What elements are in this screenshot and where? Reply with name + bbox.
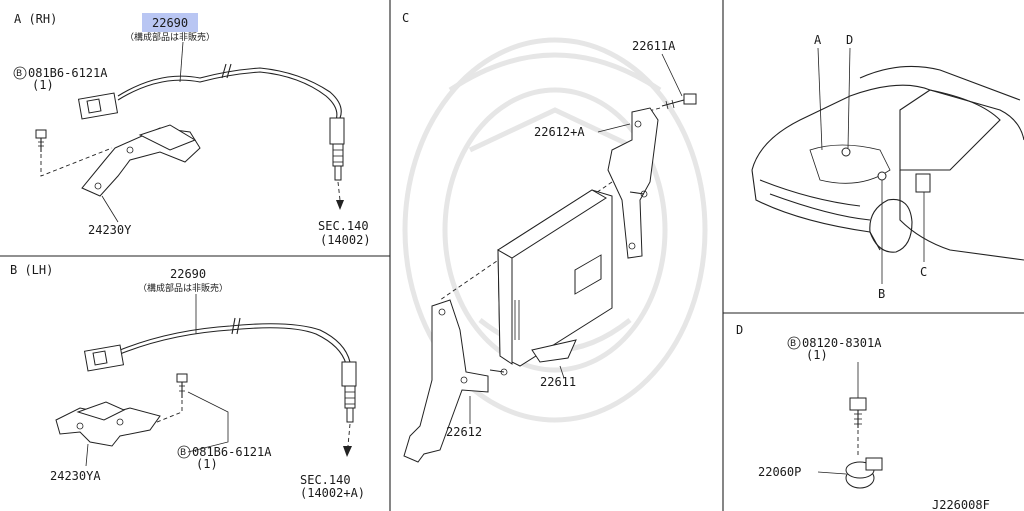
a-connector-icon [77,92,119,120]
a-bolt-icon [35,129,47,152]
highlight-box [142,13,198,32]
a-bolt-symbol: B [16,69,22,79]
b-bolt-icon [176,373,188,398]
b-connector-icon [83,344,125,372]
b-sensor-part[interactable]: 22690 [170,267,206,281]
a-arrow-icon [336,200,344,210]
d-knock-sensor-icon [845,457,883,489]
car-overview: A D B C [751,33,1024,301]
c-screw-icon [661,93,697,110]
d-bolt-symbol-icon [787,336,801,350]
car-label-a[interactable]: A [814,33,822,47]
a-bracket-part[interactable]: 24230Y [88,223,132,237]
c-bracket-lower-icon [403,299,489,463]
b-sensor-note: （構成部品は非販売） [138,282,228,294]
b-sec-ref[interactable]: SEC.140 [300,473,351,487]
section-c-title: C [402,11,409,25]
c-ecm-part[interactable]: 22611 [540,375,576,389]
c-stud-icon [629,190,648,198]
section-c: C 22611A 22612+A [402,11,697,463]
a-bolt-symbol-icon [13,66,27,80]
car-label-d[interactable]: D [846,33,853,47]
section-a: A (RH) 22690 （構成部品は非販売） B 081B6-6121A (1… [13,12,371,247]
d-sensor-part[interactable]: 22060P [758,465,801,479]
car-label-c[interactable]: C [920,265,927,279]
a-oxygen-sensor-icon [329,117,345,181]
a-bolt-part[interactable]: 081B6-6121A [28,66,108,80]
b-leader-bolt [187,391,229,453]
ecm-location-icon [915,173,931,193]
d-bolt-part[interactable]: 08120-8301A [802,336,882,350]
a-bolt-qty: (1) [32,78,54,92]
a-sec-ref[interactable]: SEC.140 [318,219,369,233]
a-leader-sensor [179,41,184,83]
c-ecm-tab-icon [531,339,577,363]
section-d-title: D [736,323,743,337]
c-bracket-lower-part[interactable]: 22612 [446,425,482,439]
section-b: B (LH) 22690 （構成部品は非販売） SEC.140 (14002+A… [10,263,365,500]
section-b-title: B (LH) [10,263,53,277]
d-bolt-icon [849,397,867,428]
b-arrow-icon [343,446,352,457]
b-bolt-symbol: B [180,448,186,458]
c-ecm-icon [497,189,613,367]
b-bolt-part[interactable]: 081B6-6121A [192,445,272,459]
section-d: D B 08120-8301A (1) 22060P J226008F [736,323,990,511]
c-bracket-upper-part[interactable]: 22612+A [534,125,585,139]
car-wheel-icon [869,198,913,253]
d-bolt-qty: (1) [806,348,828,362]
b-oxygen-sensor-icon [341,361,357,423]
b-bolt-symbol-icon [177,445,191,459]
b-bracket-icon [55,401,161,447]
figure-id: J226008F [932,498,990,511]
c-screw-part[interactable]: 22611A [632,39,676,53]
b-bolt-qty: (1) [196,457,218,471]
section-a-title: A (RH) [14,12,57,26]
c-bracket-upper-icon [607,107,659,259]
a-sensor-note: （構成部品は非販売） [125,31,215,43]
car-label-b[interactable]: B [878,287,885,301]
c-stud-lower-icon [489,368,508,376]
a-bracket-icon [81,124,201,197]
b-sensor-wire [119,323,351,363]
a-sensor-part[interactable]: 22690 [152,16,188,30]
b-sec-sub: (14002+A) [300,486,365,500]
a-sec-sub: (14002) [320,233,371,247]
engine-bay-icon [809,144,891,184]
a-sensor-wire [117,67,342,119]
d-bolt-symbol: B [790,339,796,349]
b-bracket-part[interactable]: 24230YA [50,469,101,483]
